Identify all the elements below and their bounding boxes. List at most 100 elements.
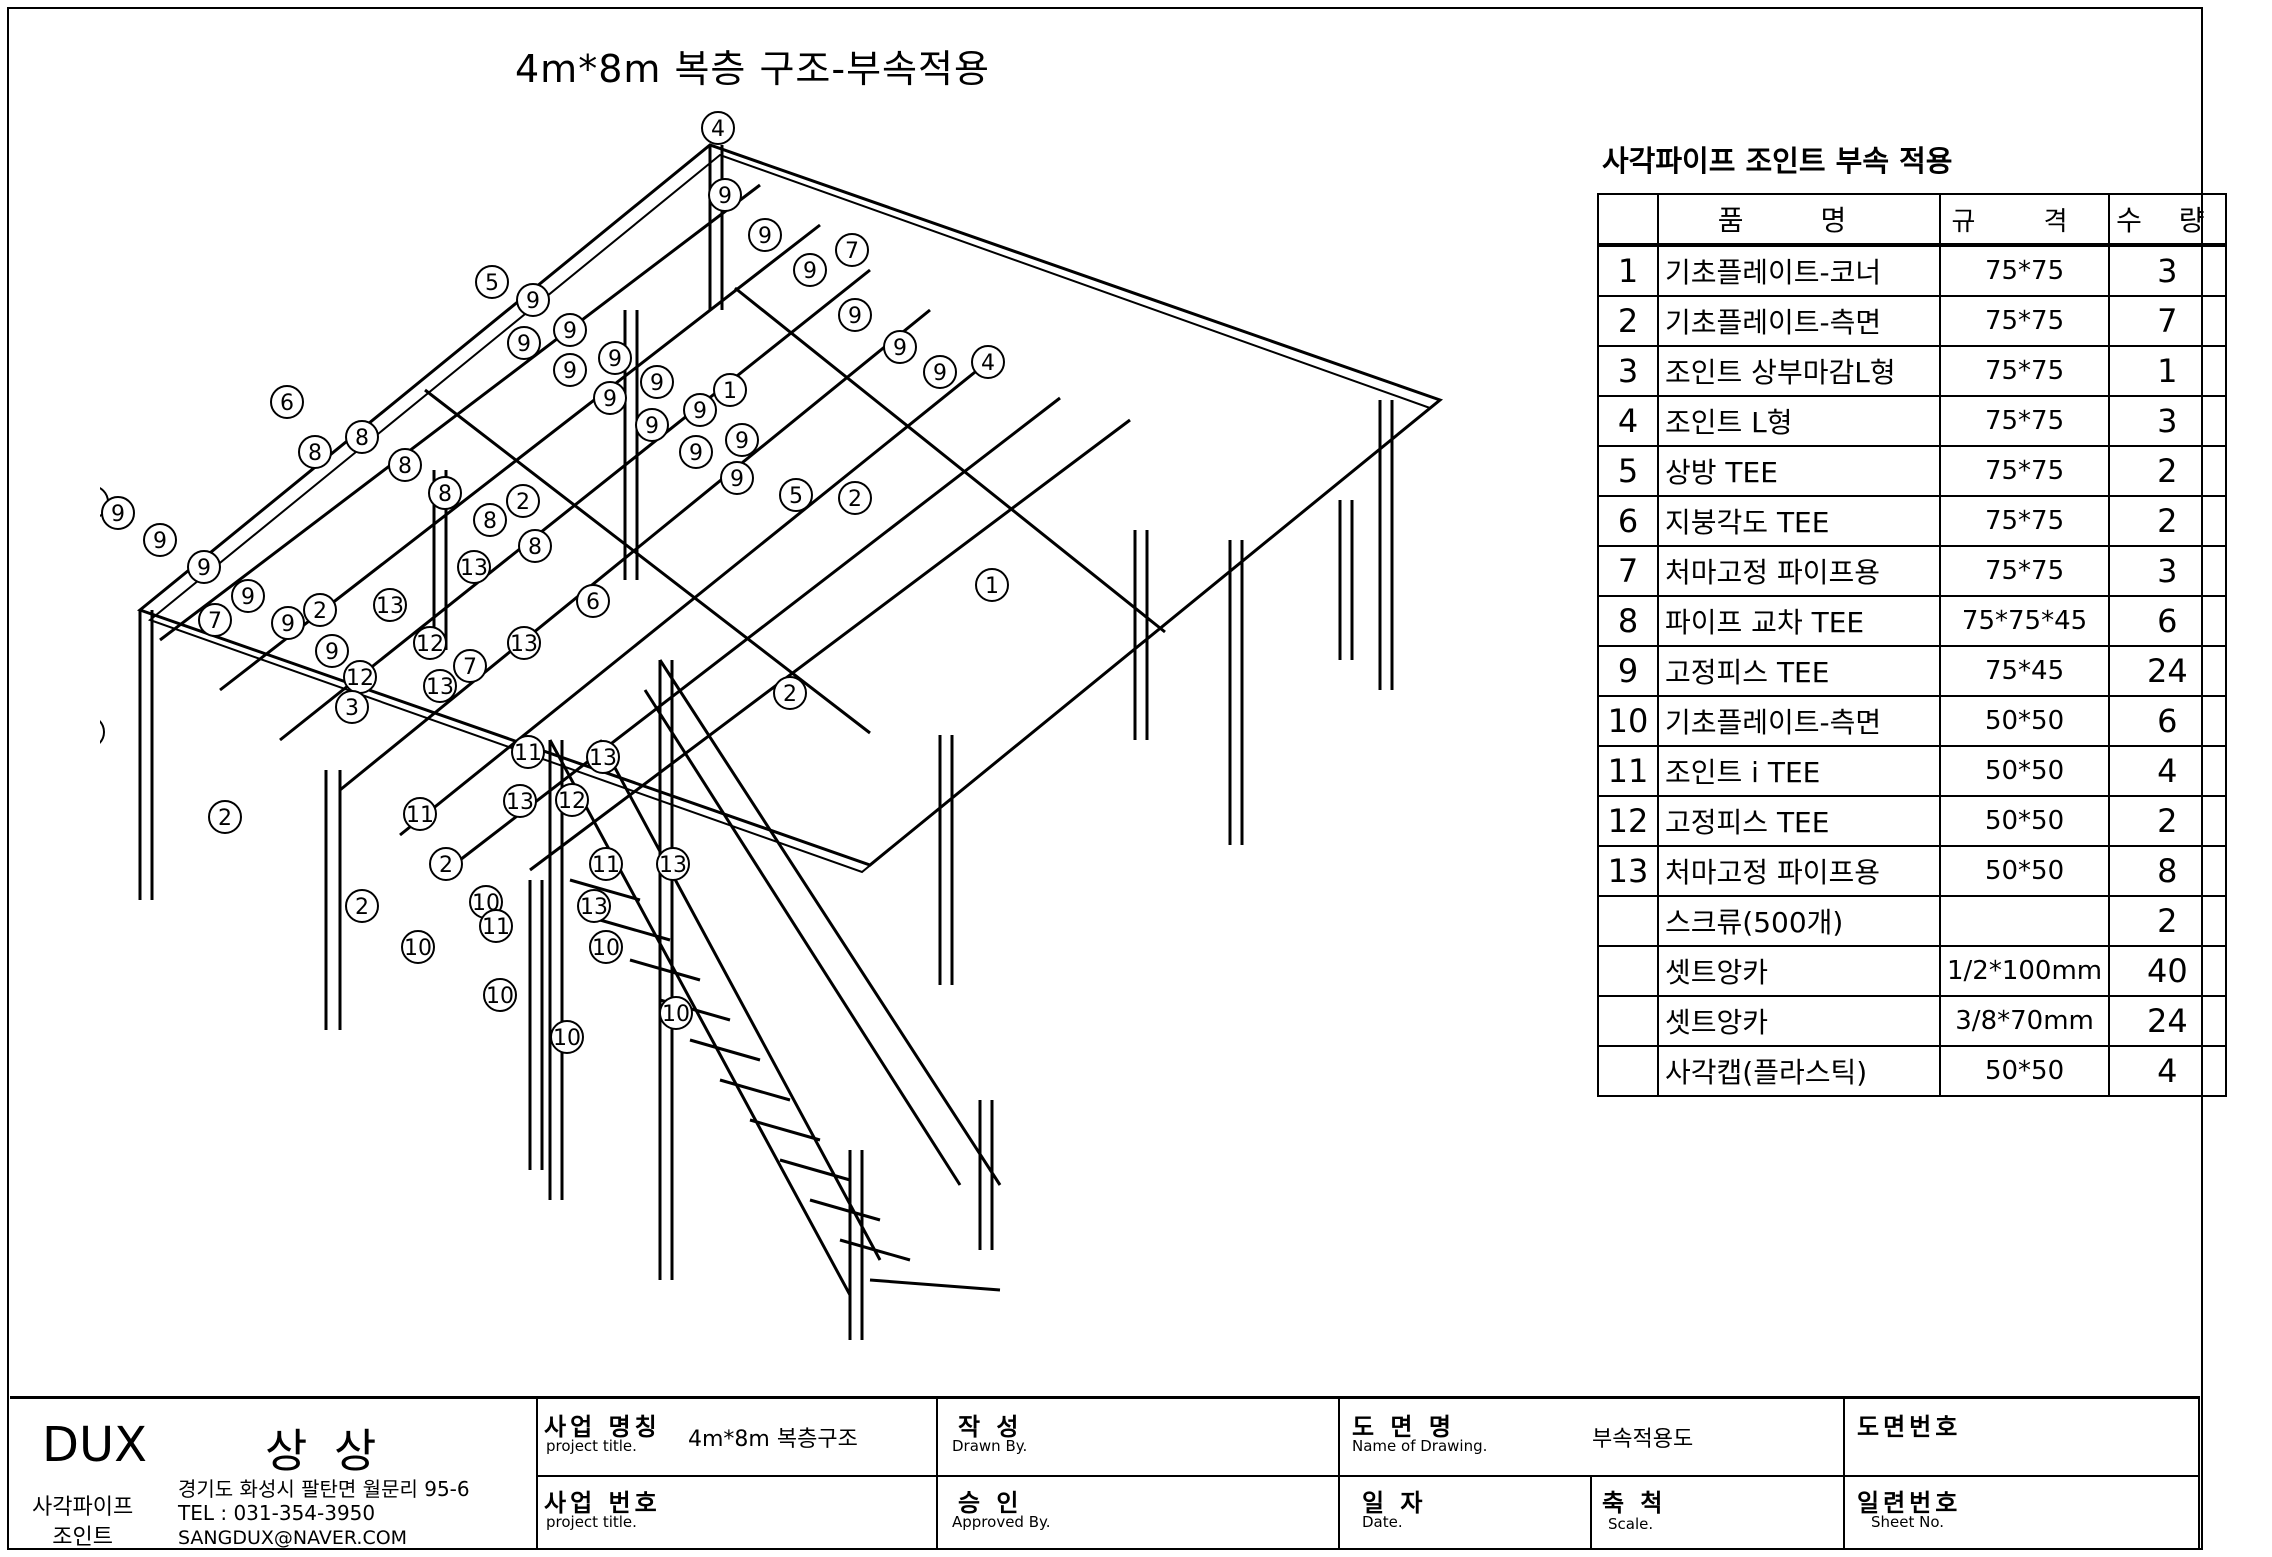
row-qty: 8	[2108, 845, 2227, 897]
part-callout: 11	[403, 797, 437, 831]
part-callout: 13	[457, 550, 491, 584]
row-no: 1	[1597, 244, 1659, 297]
svg-text:2: 2	[355, 895, 369, 920]
row-no: 5	[1597, 445, 1659, 497]
row-qty: 2	[2108, 445, 2227, 497]
part-callout: 13	[423, 669, 457, 703]
row-spec: 75*75	[1938, 545, 2111, 597]
part-callout: 2	[506, 484, 540, 518]
part-callout: 8	[428, 476, 462, 510]
row-no: 8	[1597, 595, 1659, 647]
row-name: 기초플레이트-측면	[1657, 695, 1941, 747]
svg-text:13: 13	[460, 556, 488, 581]
part-callout: 7	[198, 603, 232, 637]
part-callout: 9	[838, 298, 872, 332]
divider	[1340, 1475, 1845, 1477]
svg-text:5: 5	[789, 484, 803, 509]
svg-text:8: 8	[528, 535, 542, 560]
part-callout: 13	[656, 847, 690, 881]
part-callout: 9	[720, 461, 754, 495]
part-callout: 9	[598, 341, 632, 375]
svg-text:11: 11	[592, 853, 620, 878]
svg-text:9: 9	[803, 259, 817, 284]
row-spec: 75*75	[1938, 395, 2111, 447]
approved-sub: Approved By.	[952, 1513, 1051, 1531]
part-callout: 6	[576, 584, 610, 618]
part-callout: 9	[793, 253, 827, 287]
svg-text:11: 11	[406, 803, 434, 828]
svg-text:9: 9	[517, 332, 531, 357]
svg-text:9: 9	[693, 399, 707, 424]
svg-text:12: 12	[416, 632, 444, 657]
svg-text:9: 9	[645, 414, 659, 439]
part-callout: 12	[555, 783, 589, 817]
part-callout: 9	[271, 606, 305, 640]
svg-text:9: 9	[608, 347, 622, 372]
part-callout: 9	[143, 523, 177, 557]
part-callout: 4	[701, 111, 735, 145]
company-email: SANGDUX@NAVER.COM	[178, 1527, 408, 1549]
part-callout: 13	[507, 626, 541, 660]
brand-name: 상 상	[265, 1424, 383, 1478]
row-name: 셋트앙카	[1657, 945, 1941, 997]
svg-text:8: 8	[355, 426, 369, 451]
svg-text:13: 13	[589, 746, 617, 771]
row-spec: 50*50	[1938, 845, 2111, 897]
svg-text:9: 9	[730, 467, 744, 492]
sheet-no-label: 일련번호	[1857, 1489, 1962, 1517]
part-callout: 1	[100, 719, 105, 745]
part-callout: 10	[401, 930, 435, 964]
row-no: 4	[1597, 395, 1659, 447]
svg-text:11: 11	[514, 741, 542, 766]
part-callout: 13	[586, 740, 620, 774]
part-callout: 10	[483, 978, 517, 1012]
project-cell: 사업 명칭 project title. 4m*8m 복층구조 사업 번호 pr…	[538, 1399, 938, 1549]
svg-text:13: 13	[580, 895, 608, 920]
drawn-sub: Drawn By.	[952, 1437, 1028, 1455]
svg-text:9: 9	[650, 371, 664, 396]
part-callout: 2	[773, 676, 807, 710]
svg-text:9: 9	[197, 556, 211, 581]
svg-text:9: 9	[689, 441, 703, 466]
svg-text:6: 6	[280, 391, 294, 416]
part-callout: 5	[779, 478, 813, 512]
part-callout: 11	[589, 847, 623, 881]
part-callout: 9	[640, 365, 674, 399]
svg-text:10: 10	[592, 936, 620, 961]
svg-text:9: 9	[281, 612, 295, 637]
part-callout: 9	[231, 579, 265, 613]
row-name: 셋트앙카	[1657, 995, 1941, 1047]
row-qty: 2	[2108, 895, 2227, 947]
svg-text:8: 8	[398, 454, 412, 479]
row-name: 고정피스 TEE	[1657, 795, 1941, 847]
row-name: 파이프 교차 TEE	[1657, 595, 1941, 647]
row-no: 13	[1597, 845, 1659, 897]
row-name: 상방 TEE	[1657, 445, 1941, 497]
svg-text:7: 7	[208, 609, 222, 634]
row-no	[1597, 895, 1659, 947]
row-qty: 3	[2108, 545, 2227, 597]
part-callout: 9	[101, 496, 135, 530]
part-callout: 1	[713, 373, 747, 407]
row-spec: 50*50	[1938, 745, 2111, 797]
row-spec: 1/2*100mm	[1938, 945, 2111, 997]
part-callout: 7	[453, 649, 487, 683]
svg-text:5: 5	[485, 271, 499, 296]
row-spec: 75*45	[1938, 645, 2111, 697]
row-qty: 6	[2108, 595, 2227, 647]
row-spec: 75*75*45	[1938, 595, 2111, 647]
project-title-sub: project title.	[546, 1437, 637, 1455]
row-qty: 24	[2108, 645, 2227, 697]
svg-text:9: 9	[563, 359, 577, 384]
drawn-label: 작 성	[958, 1413, 1023, 1441]
product-label: 사각파이프 조인트	[32, 1495, 134, 1550]
project-no-label: 사업 번호	[544, 1489, 661, 1517]
company-cell: DUX 상 상 사각파이프 조인트 경기도 화성시 팔탄면 월문리 95-6 T…	[10, 1399, 538, 1550]
title-block: DUX 상 상 사각파이프 조인트 경기도 화성시 팔탄면 월문리 95-6 T…	[10, 1396, 2200, 1550]
sheet-no-sub: Sheet No.	[1871, 1513, 1945, 1531]
